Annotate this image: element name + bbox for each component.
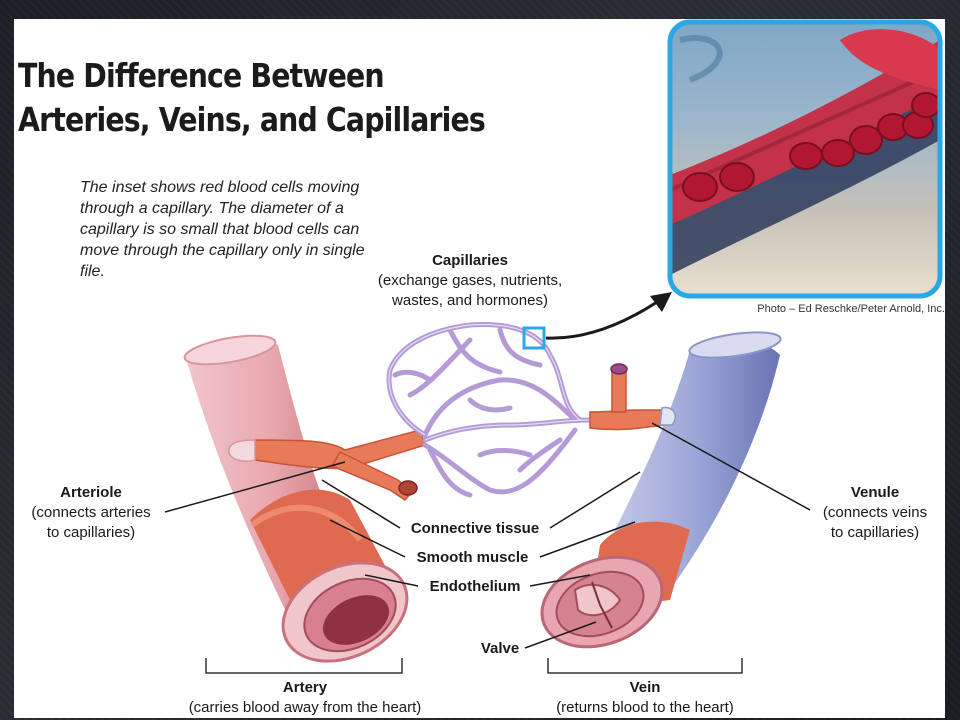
connective-tissue-leader-right [549,471,641,529]
arteriole-label: Arteriole (connects arteries to capillar… [16,483,166,543]
endothelium-text: Endothelium [429,578,521,595]
artery-desc: (carries blood away from the heart) [188,699,422,716]
artery-name: Artery [282,679,328,696]
valve-leader [524,621,597,649]
capillaries-desc-1: (exchange gases, nutrients, [377,272,563,289]
vein-vessel [540,331,782,649]
vein-name: Vein [629,679,661,696]
connective-tissue-label: Connective tissue [395,519,555,539]
venule-desc-1: (connects veins [822,504,928,521]
vein-bracket [547,658,743,674]
arteriole-leader [164,461,346,513]
artery-bracket [205,658,403,674]
venule-label: Venule (connects veins to capillaries) [805,483,945,543]
capillaries-desc-2: wastes, and hormones) [392,292,548,309]
capillary-inset-photo [667,19,943,299]
venule-vessel [589,363,676,431]
title-line-2: Arteries, Veins, and Capillaries [18,100,486,139]
capillary-bed [386,321,593,498]
title-line-1: The Difference Between [18,56,385,95]
capillaries-label: Capillaries (exchange gases, nutrients, … [355,251,585,311]
connective-tissue-text: Connective tissue [410,520,540,537]
connective-tissue-leader-left [321,479,401,529]
capillaries-name: Capillaries [432,252,508,269]
inset-description: The inset shows red blood cells moving t… [80,179,365,280]
smooth-muscle-label: Smooth muscle [400,548,545,568]
smooth-muscle-leader-right [539,521,636,558]
smooth-muscle-text: Smooth muscle [416,549,529,566]
valve-text: Valve [480,640,520,657]
endothelium-leader-right [529,574,591,587]
vein-label: Vein (returns blood to the heart) [515,678,775,718]
zoom-arrow-head [650,292,672,312]
page-title: The Difference Between Arteries, Veins, … [18,54,486,142]
arteriole-desc-1: (connects arteries [31,504,151,521]
arteriole-vessel [228,429,426,501]
smooth-muscle-leader-left [329,519,406,558]
vein-desc: (returns blood to the heart) [556,699,734,716]
valve-label: Valve [470,639,530,659]
venule-desc-2: to capillaries) [830,524,920,541]
endothelium-label: Endothelium [415,577,535,597]
arteriole-name: Arteriole [60,484,122,501]
zoom-arrow [545,298,661,340]
artery-label: Artery (carries blood away from the hear… [160,678,450,718]
photo-credit: Photo – Ed Reschke/Peter Arnold, Inc. [757,303,945,315]
venule-leader [651,422,811,511]
arteriole-desc-2: to capillaries) [46,524,136,541]
endothelium-leader-left [364,574,419,587]
artery-vessel [183,334,409,663]
inset-locator-box [522,326,546,350]
venule-name: Venule [850,484,900,501]
